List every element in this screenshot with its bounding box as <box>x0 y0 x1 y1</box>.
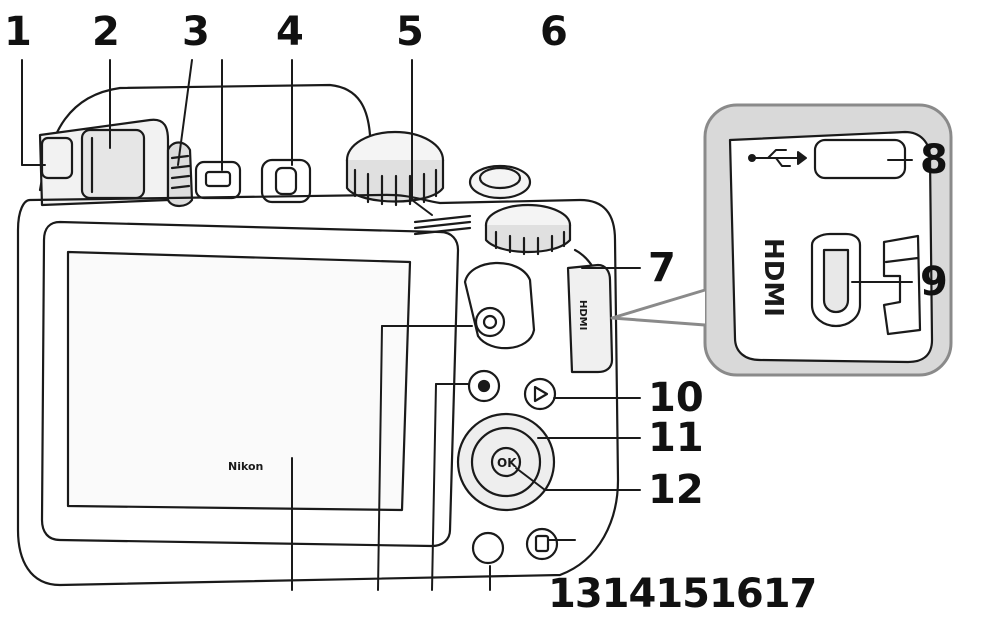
callout-16: 16 <box>709 571 763 617</box>
hdmi-label-text: HDMI <box>758 238 788 317</box>
callout-8: 8 <box>920 140 948 180</box>
cover-hdmi-text: HDMI <box>577 300 588 330</box>
callout-6: 6 <box>540 12 568 52</box>
inset-pointer <box>612 290 705 325</box>
callout-17: 17 <box>763 571 817 617</box>
callout-15: 15 <box>655 571 709 617</box>
callout-5: 5 <box>396 12 424 52</box>
callout-13: 13 <box>548 571 602 617</box>
menu-button <box>473 533 503 563</box>
callout-4: 4 <box>276 12 304 52</box>
callout-9: 9 <box>920 262 948 302</box>
callout-10: 10 <box>648 378 704 418</box>
delete-button <box>527 529 557 559</box>
callout-12: 12 <box>648 470 704 510</box>
brand-text: Nikon <box>228 460 263 473</box>
callout-3: 3 <box>182 12 210 52</box>
callout-7: 7 <box>648 248 676 288</box>
am-af-lock-button <box>476 308 504 336</box>
callout-11: 11 <box>648 418 704 458</box>
callout-14: 14 <box>602 571 656 617</box>
callout-2: 2 <box>92 12 120 52</box>
movie-record-button-area <box>465 263 534 348</box>
bottom-callouts: 1314151617 <box>548 574 816 614</box>
display-button <box>196 162 240 198</box>
callout-1: 1 <box>4 12 32 52</box>
ok-text: OK <box>497 456 517 470</box>
connector-cover <box>568 265 612 372</box>
shutter-release <box>470 166 530 198</box>
playback-button <box>525 379 555 409</box>
